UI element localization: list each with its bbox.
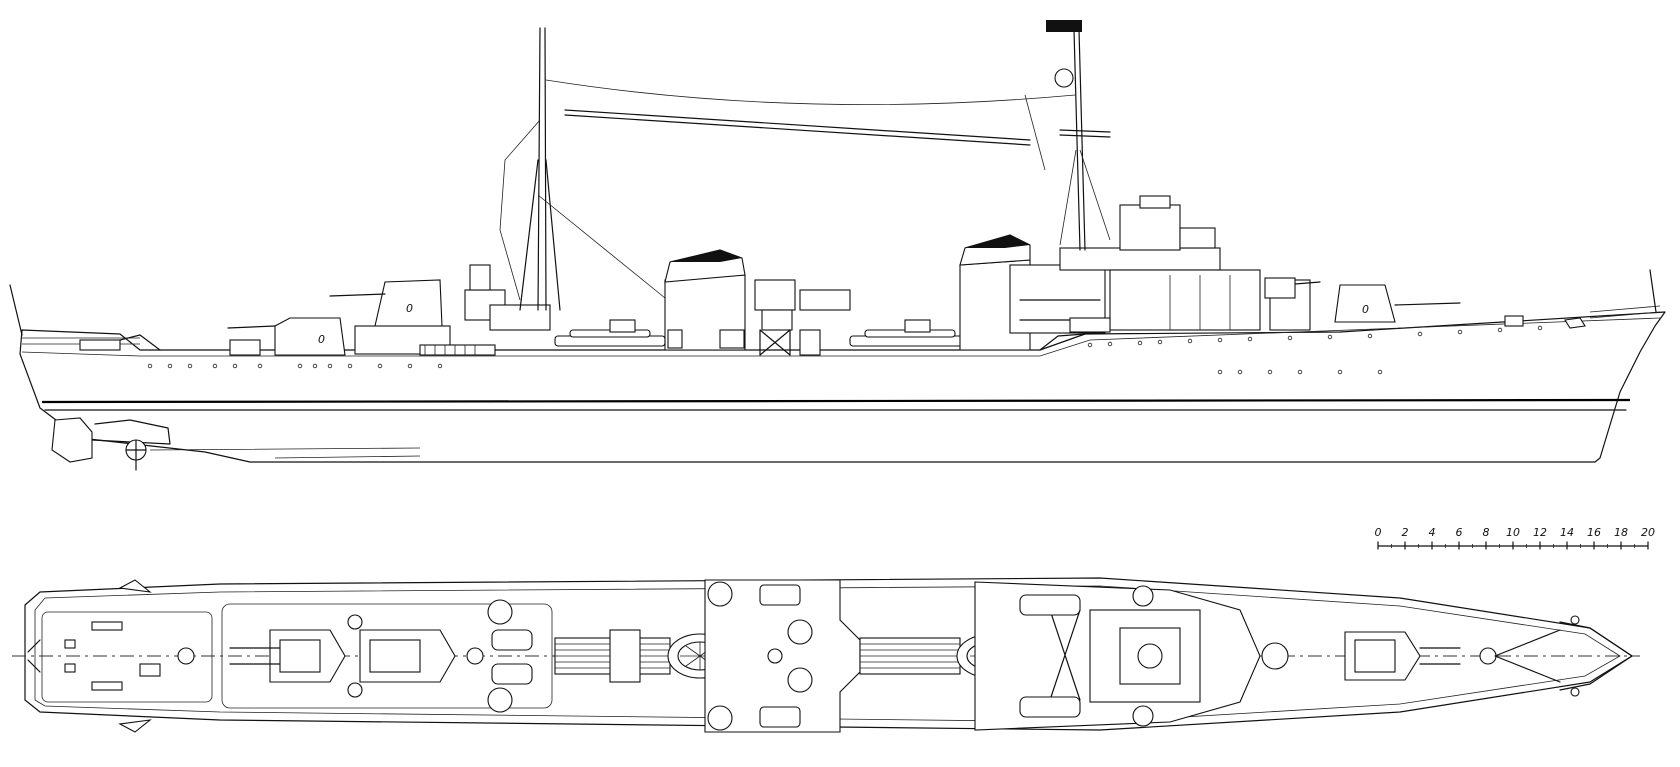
rudder: [51, 417, 93, 463]
side-sheer-line: [21, 317, 1661, 357]
plan-deck-outline: [24, 577, 1633, 731]
plan-aa-aft: [466, 599, 533, 713]
scale-bar: 0 2 4 6 8 10 12 14 16 18 20: [1375, 526, 1655, 550]
plan-gun-aft-1: [359, 629, 456, 683]
scale-tick-label: 2: [1402, 526, 1409, 539]
plan-gun-aft-2: [229, 629, 346, 683]
turret-mark: 0: [318, 333, 325, 346]
bow-jackstaff: [1649, 269, 1657, 313]
scale-tick-label: 18: [1614, 526, 1628, 539]
plan-deck-inner: [34, 585, 1621, 723]
bridge-superstructure: [1009, 195, 1311, 334]
bow-rail: [1589, 305, 1661, 319]
plan-torpedo-aft: [554, 629, 671, 683]
portholes-fore: [1087, 325, 1543, 375]
turret-mark: 0: [406, 302, 413, 315]
portholes-aft: [147, 363, 443, 369]
torpedo-tubes-fore: [849, 319, 971, 347]
scale-tick-label: 0: [1375, 526, 1382, 539]
plan-torpedo-fore: [859, 637, 961, 675]
plan-gun-fore: [1344, 631, 1461, 681]
plan-view: [12, 577, 1640, 733]
plan-midships-platform: [704, 579, 861, 733]
stern-flagstaff: [9, 284, 23, 336]
plan-bridge: [974, 581, 1261, 731]
scale-tick-label: 4: [1429, 526, 1436, 539]
scale-tick-label: 16: [1587, 526, 1601, 539]
scale-tick-label: 10: [1506, 526, 1520, 539]
side-hull-outline: [19, 311, 1666, 463]
side-boot-topping: [41, 398, 1631, 404]
main-mast: [499, 27, 666, 311]
side-elevation: 0 0: [9, 20, 1666, 471]
scale-tick-label: 6: [1456, 526, 1463, 539]
scale-tick-label: 20: [1641, 526, 1655, 539]
aerial-wire: [545, 79, 1076, 106]
propeller-shaft: [91, 419, 171, 445]
scale-tick-label: 8: [1483, 526, 1490, 539]
turret-aft-1: 0: [329, 279, 451, 355]
turret-aft-2: 0: [227, 317, 346, 356]
fore-mast: [1046, 20, 1111, 251]
aa-mount-fore: [1264, 277, 1321, 299]
midships-aa-tower: [754, 279, 851, 356]
torpedo-tubes-aft: [554, 319, 666, 347]
aerial-yard: [564, 109, 1031, 146]
funnel-aft: [664, 249, 746, 351]
turret-mark: 0: [1362, 303, 1369, 316]
quarterdeck-panel: [41, 611, 213, 703]
plan-aa-fore: [1261, 642, 1289, 670]
bilge-keel: [149, 447, 421, 459]
aft-aa-platform: [464, 264, 551, 331]
bow-fittings: [1479, 615, 1633, 697]
aft-deck-panel: [221, 603, 553, 709]
scale-tick-label: 12: [1533, 526, 1547, 539]
turret-fore-2: 0: [1334, 284, 1461, 323]
aft-deckhouse: [419, 344, 496, 356]
side-foc-step: [1039, 333, 1086, 351]
stern-fittings: [27, 579, 195, 733]
scale-tick-label: 14: [1560, 526, 1574, 539]
